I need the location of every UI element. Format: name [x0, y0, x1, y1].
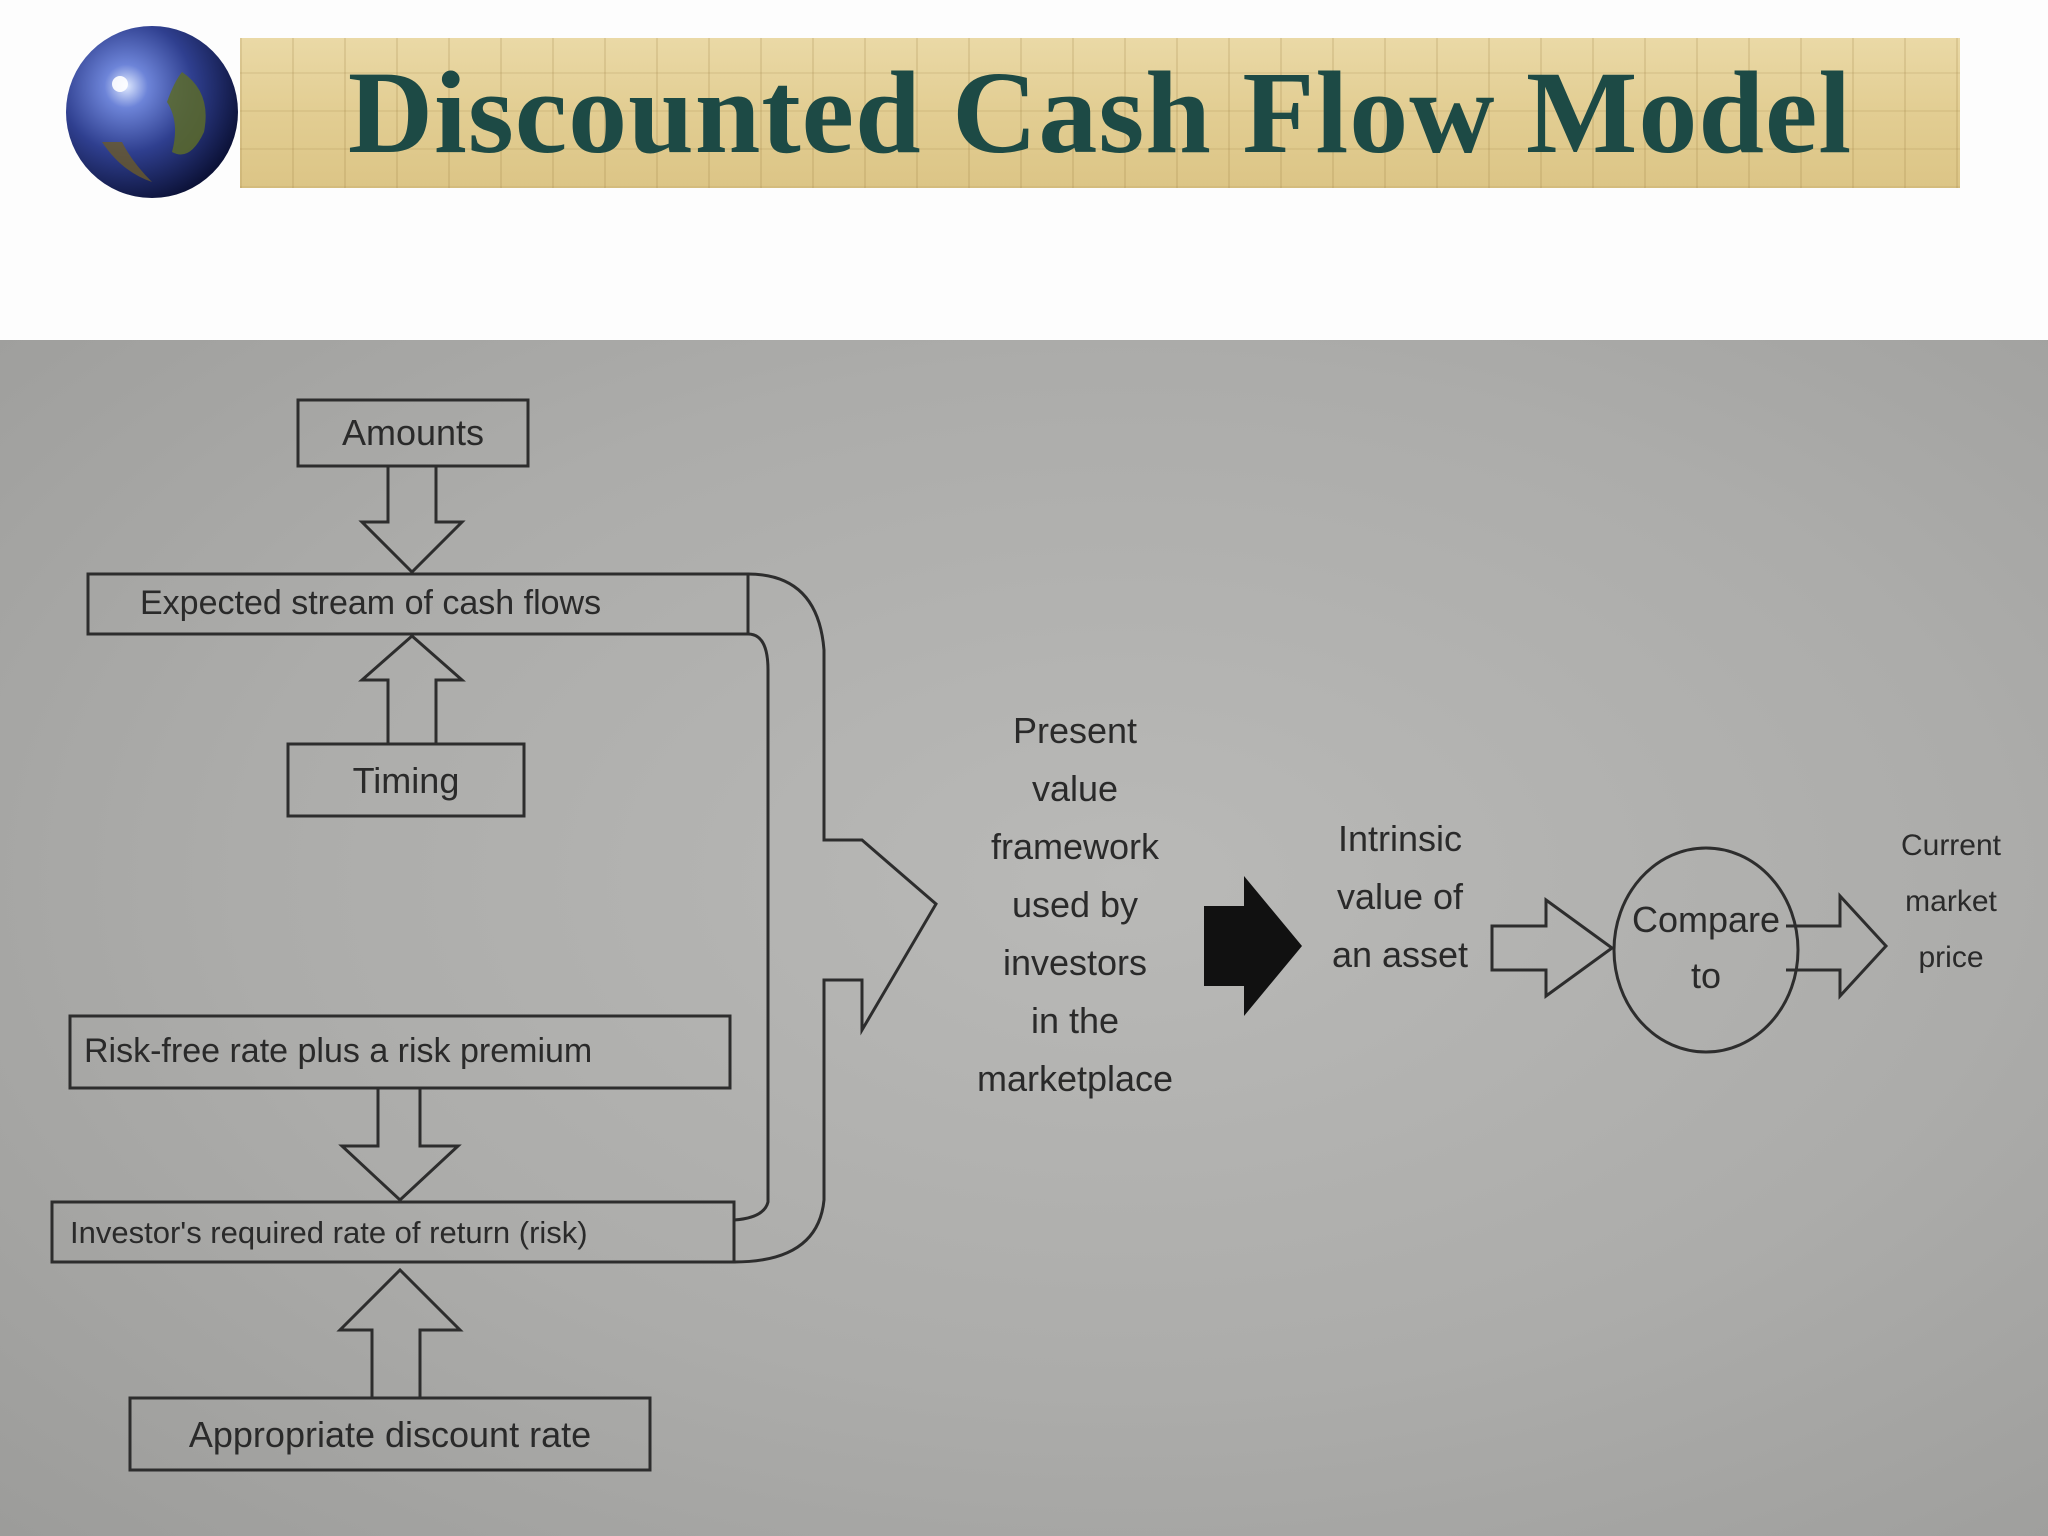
risk-free-box	[68, 1014, 732, 1090]
intrinsic-line: Intrinsic	[1337, 818, 1463, 859]
present-value-line: in the	[1030, 1000, 1120, 1041]
compare-label: Compare to	[1616, 892, 1796, 1004]
amounts-label: Amounts	[341, 412, 485, 453]
required-return-box	[50, 1200, 736, 1264]
diagram-photo: Amounts Expected stream of cash flows Ti…	[0, 340, 2048, 1536]
present-value-label: Present value framework used by investor…	[930, 702, 1220, 1108]
market-price-label: Current market price	[1876, 818, 2026, 986]
compare-line: Compare	[1631, 899, 1781, 940]
discount-rate-label: Appropriate discount rate	[188, 1414, 592, 1455]
present-value-line: framework	[990, 826, 1160, 867]
arrow-riskfree-down	[338, 1088, 462, 1203]
present-value-line: marketplace	[976, 1058, 1174, 1099]
market-line: market	[1905, 885, 1997, 918]
diagram-lines	[50, 398, 1889, 1472]
intrinsic-value-label: Intrinsic value of an asset	[1300, 810, 1500, 984]
required-return-label: Investor's required rate of return (risk…	[70, 1215, 588, 1250]
expected-stream-box	[86, 572, 750, 636]
globe-icon	[66, 26, 238, 198]
arrow-to-market	[1786, 892, 1889, 1000]
present-value-line: used by	[1011, 884, 1139, 925]
bracket-arrow	[733, 572, 938, 1264]
arrow-amounts-down	[358, 466, 466, 575]
intrinsic-line: an asset	[1331, 934, 1469, 975]
present-value-line: Present	[1012, 710, 1138, 751]
market-line: Current	[1900, 829, 2002, 862]
market-line: price	[1918, 941, 1984, 974]
amounts-box	[296, 398, 530, 468]
solid-arrow	[1204, 876, 1302, 1016]
present-value-line: value	[1031, 768, 1119, 809]
timing-box	[286, 742, 526, 818]
slide-title: Discounted Cash Flow Model	[347, 47, 1853, 178]
arrow-discount-up	[336, 1267, 464, 1398]
present-value-line: investors	[1002, 942, 1148, 983]
title-band: Discounted Cash Flow Model	[240, 38, 1960, 188]
arrow-timing-up	[358, 634, 466, 744]
intrinsic-line: value of	[1336, 876, 1464, 917]
expected-stream-label: Expected stream of cash flows	[140, 584, 602, 622]
compare-line: to	[1690, 955, 1722, 996]
risk-free-label: Risk-free rate plus a risk premium	[84, 1032, 593, 1070]
arrow-to-compare	[1490, 897, 1615, 999]
discount-rate-box	[128, 1396, 652, 1472]
timing-label: Timing	[352, 760, 460, 801]
compare-circle	[1612, 846, 1800, 1054]
bracket-inner	[733, 632, 770, 1222]
